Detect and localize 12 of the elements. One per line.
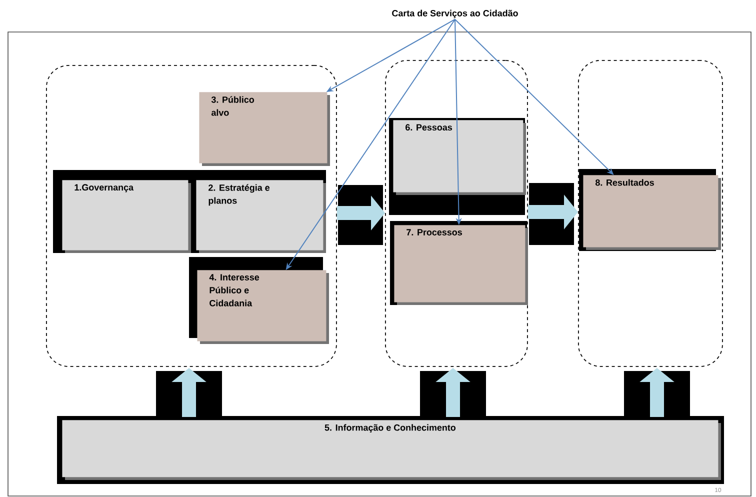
process-box: 2. Estratégia e planos: [196, 180, 326, 253]
process-box: 5. Informação e Conhecimento: [62, 420, 721, 480]
process-box: 4. Interesse Público e Cidadania: [197, 270, 329, 344]
process-box: 1.Governança: [62, 180, 191, 253]
process-box: 6. Pessoas: [393, 120, 526, 195]
process-box: 7. Processos: [394, 225, 528, 305]
dashed-group-box: [385, 60, 528, 367]
process-box: 3. Público alvo: [199, 92, 330, 166]
dashed-group-box: [578, 60, 723, 367]
process-box: 8. Resultados: [583, 175, 721, 250]
title: Carta de Serviços ao Cidadão: [392, 10, 518, 18]
dashed-group-box: [46, 64, 337, 367]
